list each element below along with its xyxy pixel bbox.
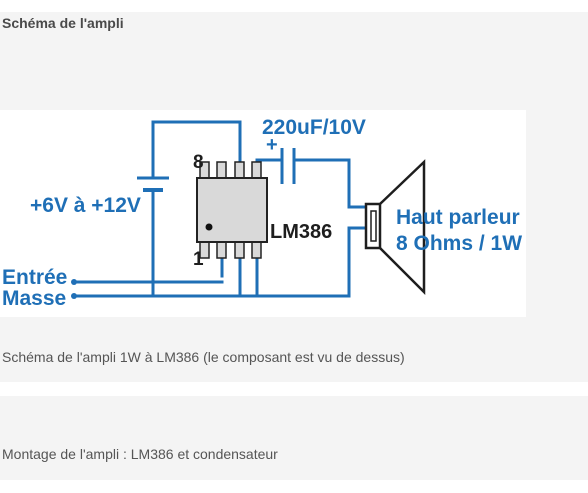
capacitor-label: 220uF/10V — [262, 116, 366, 139]
speaker-return-wire — [347, 226, 368, 298]
figure-caption-secondary: Montage de l'ampli : LM386 et condensate… — [2, 446, 278, 462]
speaker-icon — [364, 159, 426, 296]
ground-terminal-icon — [71, 293, 77, 299]
chip-pins — [199, 161, 262, 259]
lm386-chip — [196, 177, 268, 243]
figure-caption: Schéma de l'ampli 1W à LM386 (le composa… — [2, 349, 405, 365]
amplifier-schematic: 220uF/10V + +6V à +12V 8 1 LM386 Haut pa… — [0, 110, 526, 317]
supply-positive-wire — [151, 120, 242, 180]
chip-label: LM386 — [270, 221, 332, 243]
pin8-label: 8 — [193, 152, 204, 173]
capacitor-icon — [280, 148, 296, 184]
section-background-secondary — [0, 396, 588, 480]
schematic-svg: 220uF/10V + +6V à +12V 8 1 LM386 Haut pa… — [2, 116, 522, 310]
ground-label: Masse — [2, 287, 66, 310]
input-terminal-icon — [71, 279, 77, 285]
input-label: Entrée — [2, 266, 67, 289]
supply-voltage-label: +6V à +12V — [30, 194, 141, 217]
capacitor-polarity-label: + — [266, 134, 278, 156]
speaker-label-line1: Haut parleur — [396, 206, 520, 229]
pin1-marker-icon — [205, 223, 213, 231]
speaker-label-line2: 8 Ohms / 1W — [396, 232, 522, 255]
battery-icon — [137, 176, 169, 192]
output-wire-b — [294, 158, 368, 209]
pin1-label: 1 — [193, 249, 204, 270]
section-title: Schéma de l'ampli — [2, 15, 124, 31]
